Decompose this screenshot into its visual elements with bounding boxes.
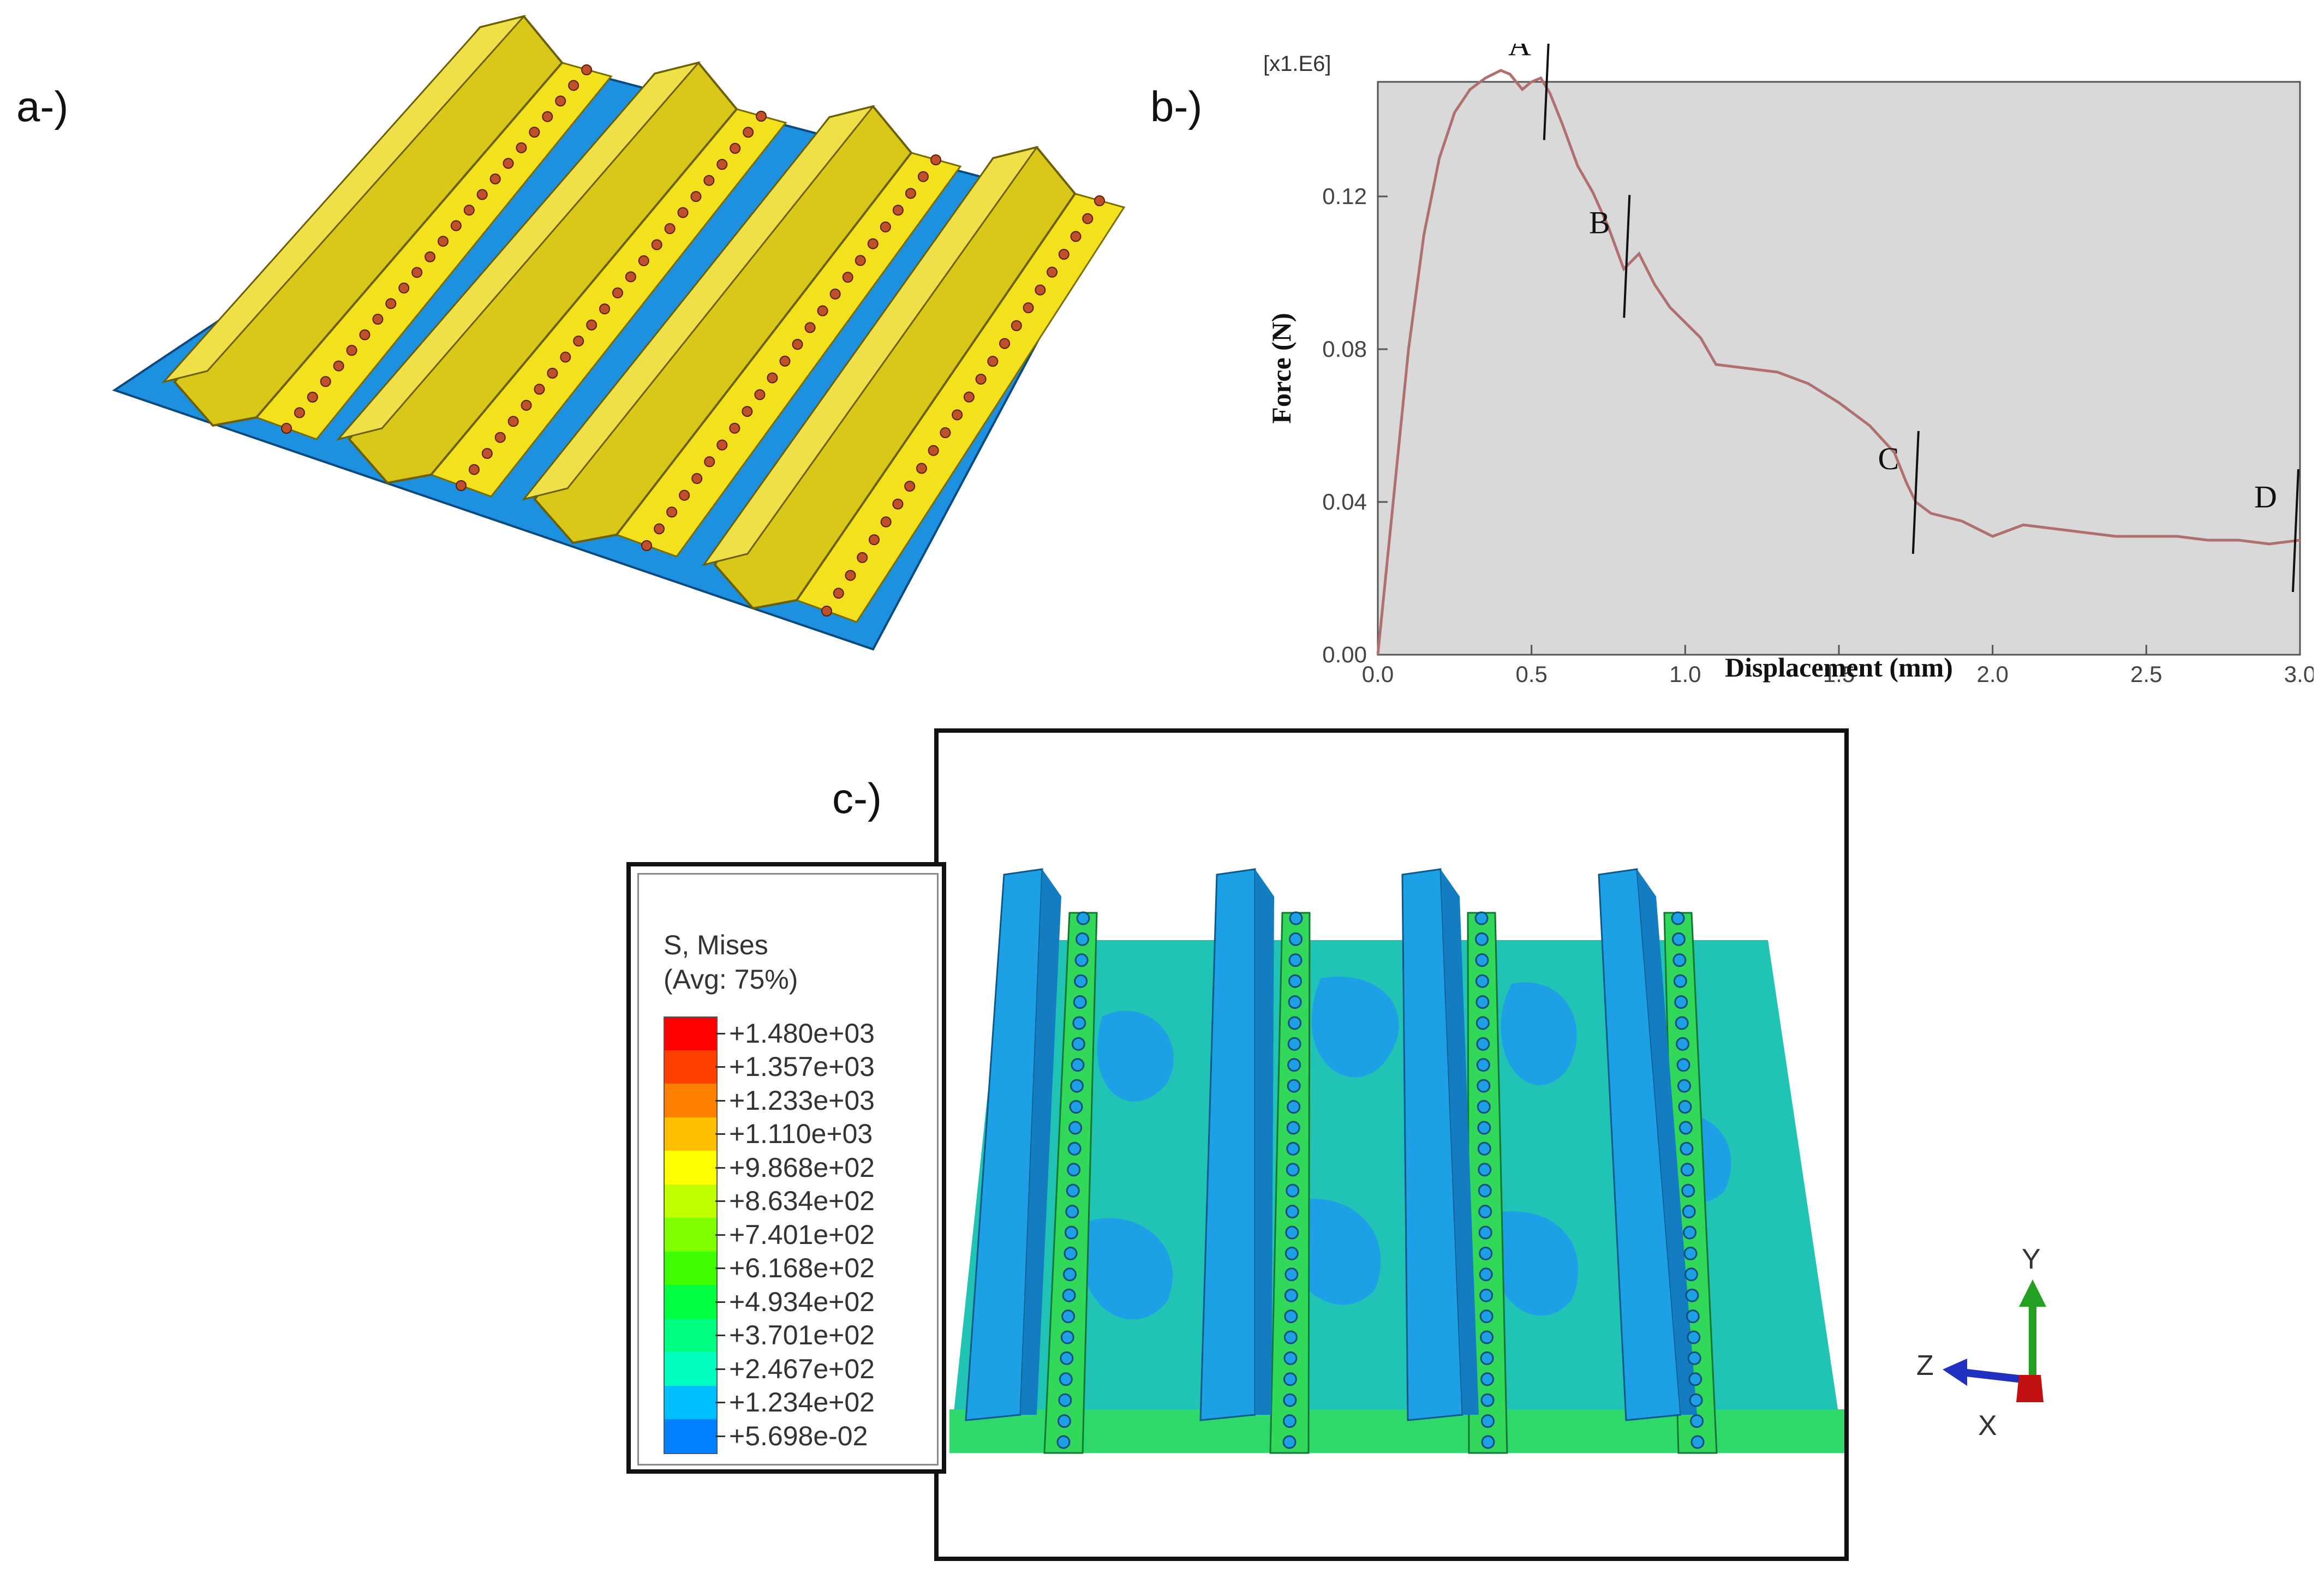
legend-title: S, Mises (664, 930, 768, 960)
legend-swatch (664, 1117, 718, 1151)
legend-swatch (664, 1218, 718, 1252)
y-axis-label: Force (N) (1266, 313, 1297, 423)
force-curve (1376, 69, 2301, 655)
legend-value: +1.480e+03 (729, 1018, 875, 1049)
marker-c-line (1911, 430, 1920, 554)
legend-swatch (664, 1084, 718, 1117)
y-tick-label: 0.08 (1322, 336, 1367, 362)
triad-x-label: X (1978, 1410, 1997, 1442)
x-axis-ticks: 0.0 0.5 1.0 1.5 2.0 2.5 3.0 (1362, 645, 2314, 687)
legend-swatch (664, 1385, 718, 1419)
legend-swatch (664, 1151, 718, 1185)
stress-legend: S, Mises (Avg: 75%) +1.480e+03+1.357e+03… (626, 862, 946, 1474)
triad-z-label: Z (1916, 1350, 1934, 1381)
legend-swatch (664, 1016, 718, 1051)
x-tick-label: 2.5 (2130, 661, 2162, 687)
y-tick-label: 0.12 (1322, 183, 1367, 209)
legend-value: +1.234e+02 (729, 1387, 875, 1418)
marker-a-line (1543, 44, 1550, 140)
annotation-markers: A B C D (1508, 44, 2299, 593)
marker-b-label: B (1589, 205, 1610, 240)
x-axis-label: Displacement (mm) (1725, 652, 1953, 683)
legend-swatch (664, 1184, 718, 1218)
legend-value: +8.634e+02 (729, 1186, 875, 1217)
marker-a-label: A (1508, 44, 1531, 63)
x-tick-label: 2.0 (1976, 661, 2008, 687)
x-tick-label: 0.5 (1515, 661, 1547, 687)
legend-value: +1.110e+03 (729, 1119, 873, 1150)
stress-contour-frame (934, 728, 1849, 1561)
legend-swatch (664, 1352, 718, 1386)
plot-area (1377, 81, 2301, 656)
legend-swatch (664, 1285, 718, 1319)
legend-value: +5.698e-02 (729, 1420, 868, 1451)
panel-b-label: b-) (1150, 82, 1203, 130)
legend-value: +9.868e+02 (729, 1152, 875, 1183)
stringer-group (161, 15, 1126, 623)
legend-swatch (664, 1251, 718, 1285)
marker-d-line (2292, 469, 2299, 593)
legend-swatch (664, 1318, 718, 1352)
marker-c-label: C (1878, 441, 1899, 476)
legend-value: +1.233e+03 (729, 1085, 875, 1116)
legend-swatch (664, 1419, 718, 1454)
panel-c-label: c-) (832, 774, 882, 822)
force-displacement-chart: [x1.E6] 0.00 0.04 0.08 0.12 0.0 0.5 1.0 1.5 2.0… (1263, 44, 2314, 687)
stress-contour-image (949, 868, 1844, 1454)
legend-value: +2.467e+02 (729, 1353, 875, 1384)
triad-y-label: Y (2022, 1243, 2041, 1275)
marker-d-label: D (2254, 479, 2277, 515)
y-multiplier-label: [x1.E6] (1263, 52, 1331, 76)
marker-b-line (1623, 195, 1631, 318)
legend-value: +7.401e+02 (729, 1219, 875, 1250)
legend-value: +3.701e+02 (729, 1320, 875, 1351)
x-tick-label: 0.0 (1362, 661, 1394, 687)
x-tick-label: 1.0 (1669, 661, 1701, 687)
legend-value: +4.934e+02 (729, 1286, 875, 1317)
x-tick-label: 1.5 (1823, 661, 1855, 687)
axes-triad: Y Z X (1916, 1243, 2046, 1442)
legend-subtitle: (Avg: 75%) (664, 964, 798, 995)
x-tick-label: 3.0 (2284, 661, 2314, 687)
legend-value: +1.357e+03 (729, 1051, 875, 1082)
y-tick-label: 0.00 (1322, 642, 1367, 667)
legend-swatch (664, 1050, 718, 1084)
stiffened-panel-model-image (112, 15, 1126, 651)
y-tick-label: 0.04 (1322, 489, 1367, 515)
y-axis-ticks: 0.00 0.04 0.08 0.12 (1322, 183, 1388, 667)
legend-value: +6.168e+02 (729, 1253, 875, 1284)
panel-a-label: a-) (16, 82, 69, 130)
